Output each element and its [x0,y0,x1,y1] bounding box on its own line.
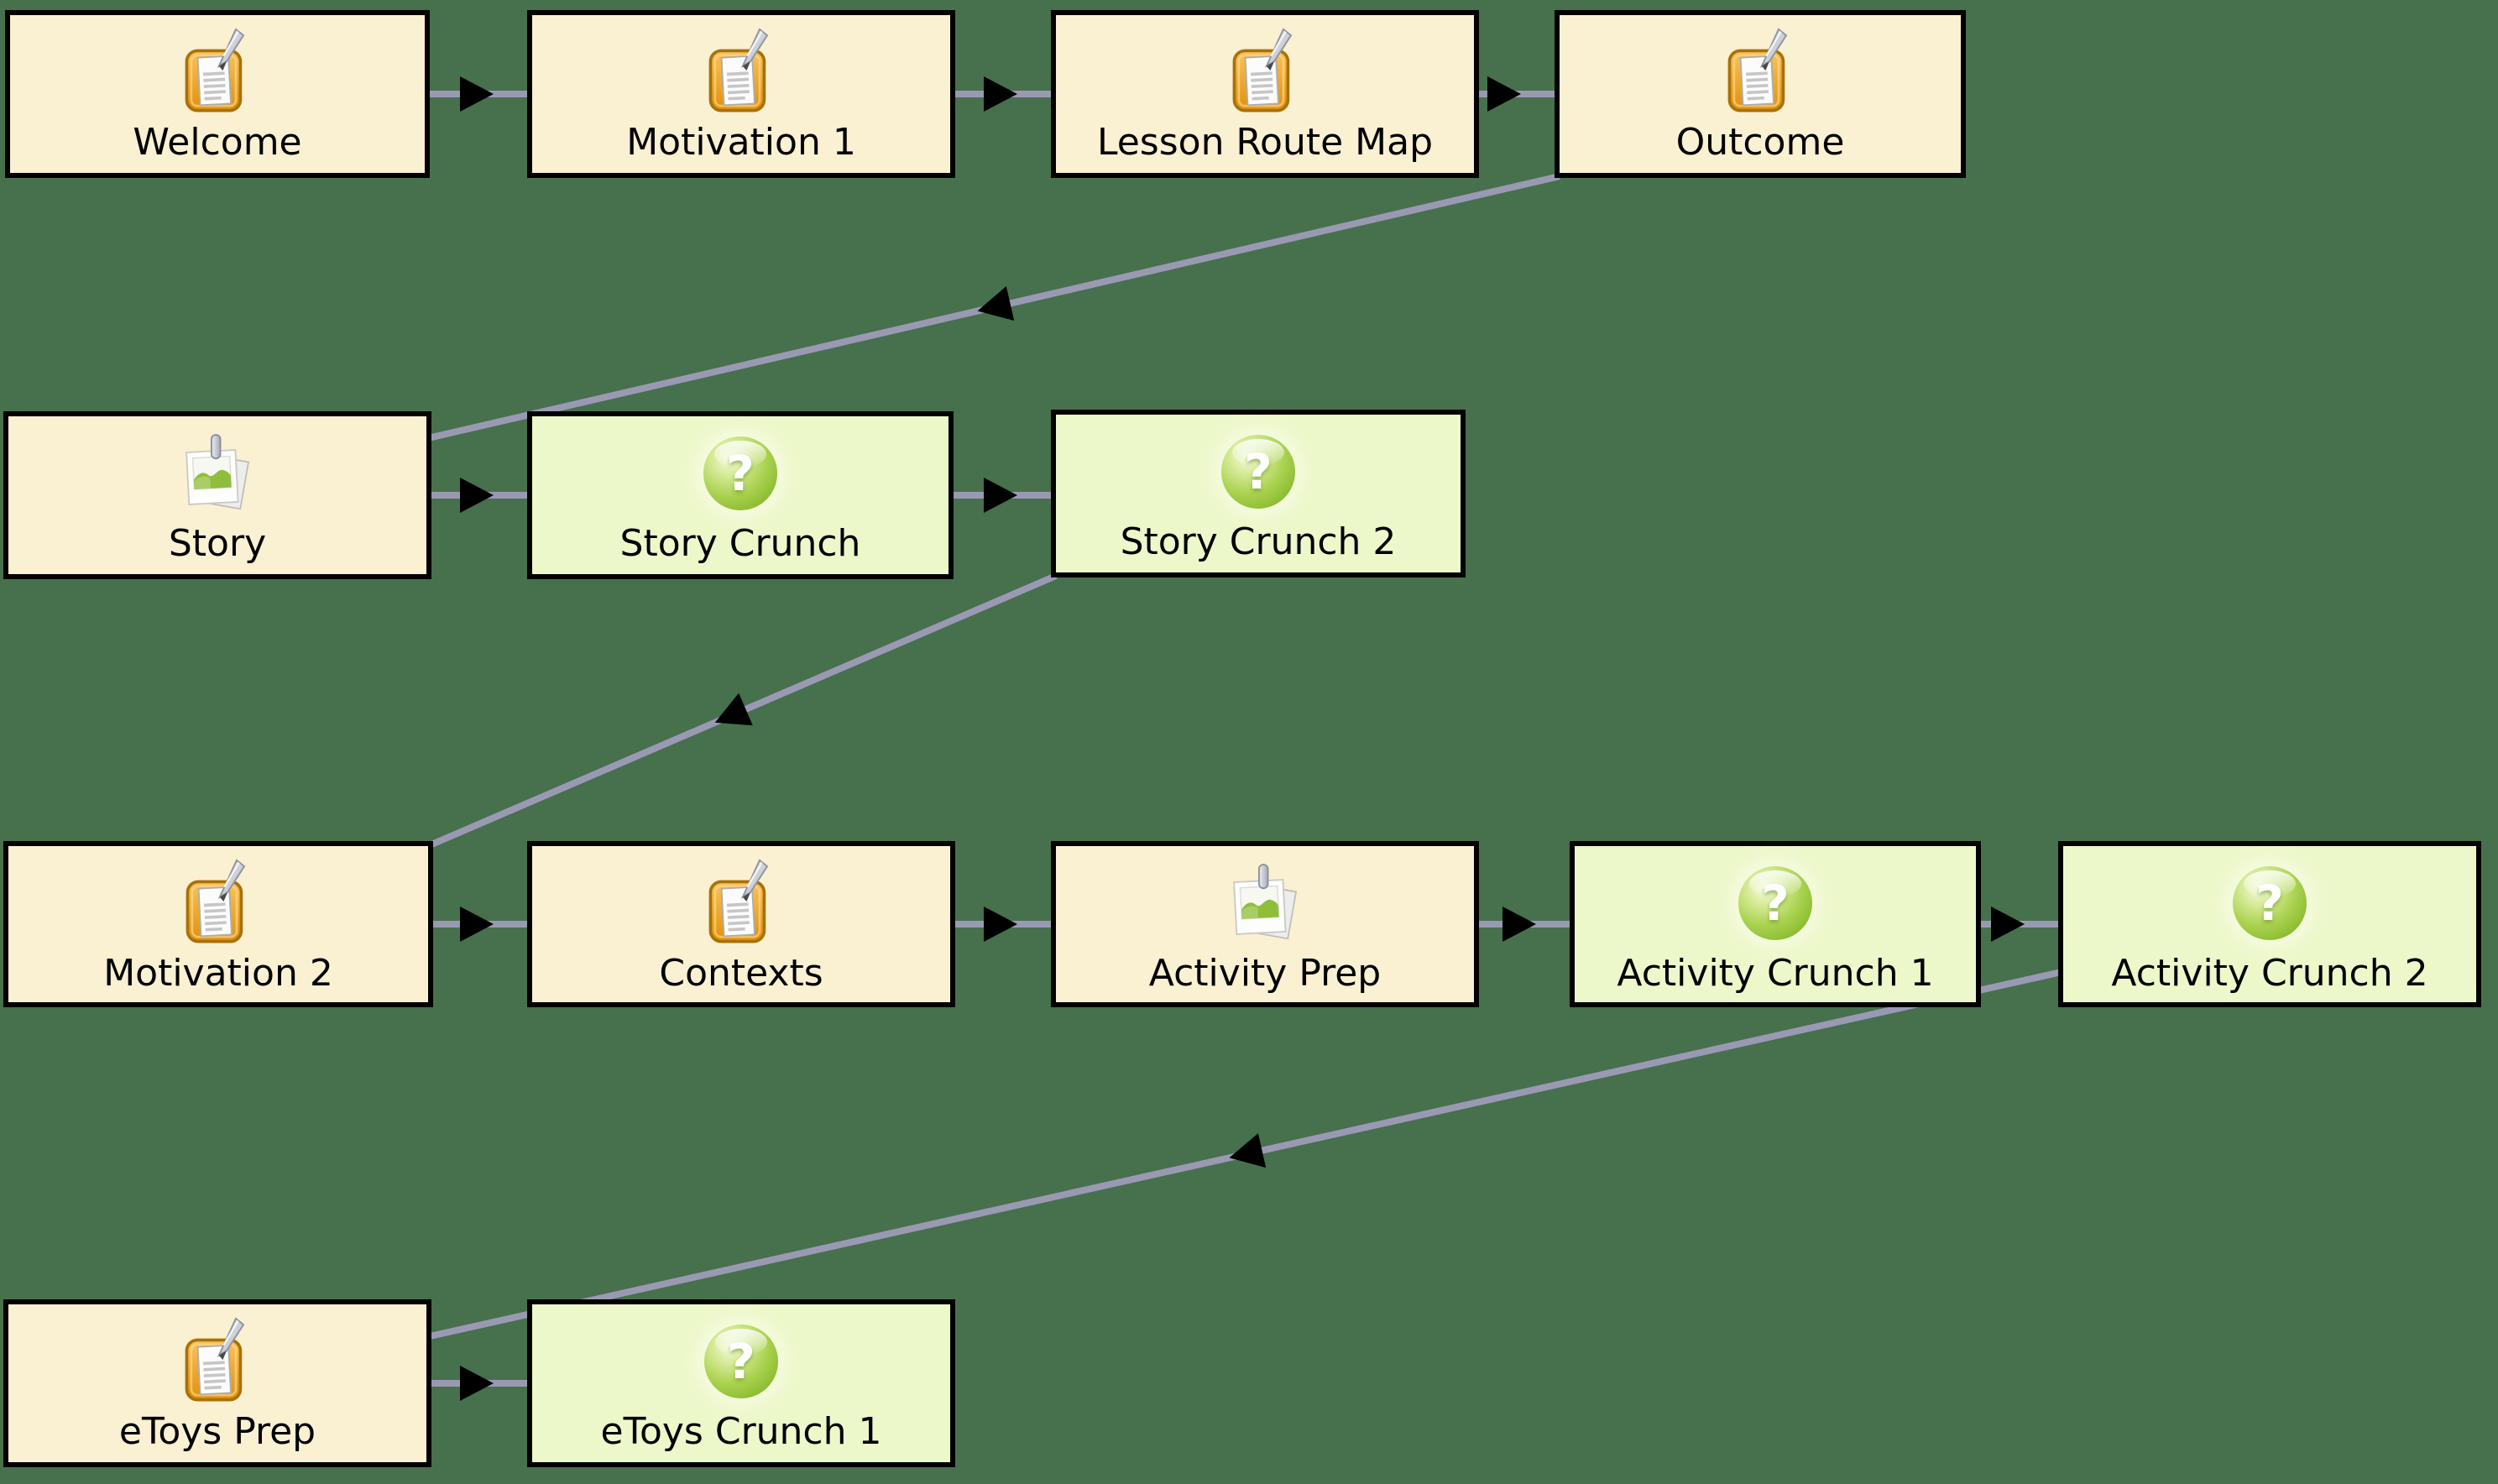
question-mark-glyph: ? [726,445,755,502]
node-label: Contexts [659,952,823,995]
node-label: eToys Prep [118,1410,316,1453]
arrowhead-icon [460,76,494,112]
arrowhead-icon [984,907,1017,942]
node-label: Story Crunch [619,522,861,565]
node-label: Welcome [133,121,302,164]
arrowhead-icon [460,907,494,942]
arrowhead-icon [1229,1133,1267,1168]
node-icon-area [703,856,780,950]
notes-icon [1232,28,1293,112]
notes-icon [185,28,245,112]
activity-node-story-crunch[interactable]: ? Story Crunch [527,411,954,579]
question-icon: ? [2233,866,2307,940]
activity-node-story-crunch-2[interactable]: ? Story Crunch 2 [1051,410,1466,577]
node-label: Story Crunch 2 [1120,520,1397,563]
node-icon-area: ? [1221,425,1295,519]
question-icon: ? [704,1325,778,1398]
arrowhead-icon [714,692,753,726]
activity-node-motivation-2[interactable]: Motivation 2 [3,841,433,1007]
node-icon-area [179,426,256,520]
node-label: Activity Crunch 1 [1617,952,1934,995]
activity-node-etoys-prep[interactable]: eToys Prep [3,1299,431,1467]
node-icon-area: ? [2233,856,2307,950]
activity-node-activity-crunch-1[interactable]: ? Activity Crunch 1 [1570,841,1981,1007]
question-icon: ? [1738,866,1812,940]
notes-icon [185,1317,245,1402]
notes-icon [708,859,769,943]
notes-icon [1727,28,1788,112]
node-label: Lesson Route Map [1096,121,1434,164]
question-mark-glyph: ? [727,1333,755,1390]
node-icon-area [180,856,257,950]
activity-node-motivation-1[interactable]: Motivation 1 [527,10,955,178]
notes-icon [708,28,769,112]
question-mark-glyph: ? [2255,875,2284,932]
question-icon: ? [703,436,777,510]
arrowhead-icon [460,478,494,513]
node-icon-area: ? [703,426,777,520]
arrowhead-icon [1487,76,1521,112]
node-icon-area: ? [1738,856,1812,950]
activity-node-etoys-crunch-1[interactable]: ? eToys Crunch 1 [527,1299,955,1467]
node-label: Motivation 1 [626,121,856,164]
arrowhead-icon [984,478,1017,513]
activity-node-outcome[interactable]: Outcome [1555,10,1966,178]
activity-node-activity-prep[interactable]: Activity Prep [1051,841,1479,1007]
node-label: Activity Prep [1148,952,1382,995]
arrowhead-icon [977,286,1015,321]
arrowhead-icon [1502,907,1536,942]
picture-icon [1233,864,1298,940]
node-label: eToys Crunch 1 [600,1410,882,1453]
node-icon-area [1722,25,1799,119]
node-label: Story [168,522,267,565]
activity-node-lesson-route-map[interactable]: Lesson Route Map [1051,10,1479,178]
node-icon-area [1226,856,1304,950]
node-icon-area [1226,25,1304,119]
arrowhead-icon [984,76,1017,112]
node-icon-area [179,25,256,119]
node-label: Activity Crunch 2 [2111,952,2428,995]
picture-icon [186,434,250,510]
node-label: Outcome [1675,121,1845,164]
node-label: Motivation 2 [103,952,333,995]
notes-icon [186,859,246,943]
node-icon-area: ? [704,1314,778,1408]
activity-node-activity-crunch-2[interactable]: ? Activity Crunch 2 [2058,841,2481,1007]
arrowhead-icon [1991,907,2025,942]
activity-node-welcome[interactable]: Welcome [5,10,430,178]
question-mark-glyph: ? [1761,875,1790,932]
activity-node-story[interactable]: Story [3,411,431,579]
node-icon-area [179,1314,256,1408]
arrowhead-icon [460,1366,494,1401]
node-icon-area [703,25,780,119]
question-icon: ? [1221,435,1295,509]
activity-node-contexts[interactable]: Contexts [527,841,955,1007]
question-mark-glyph: ? [1244,443,1273,500]
